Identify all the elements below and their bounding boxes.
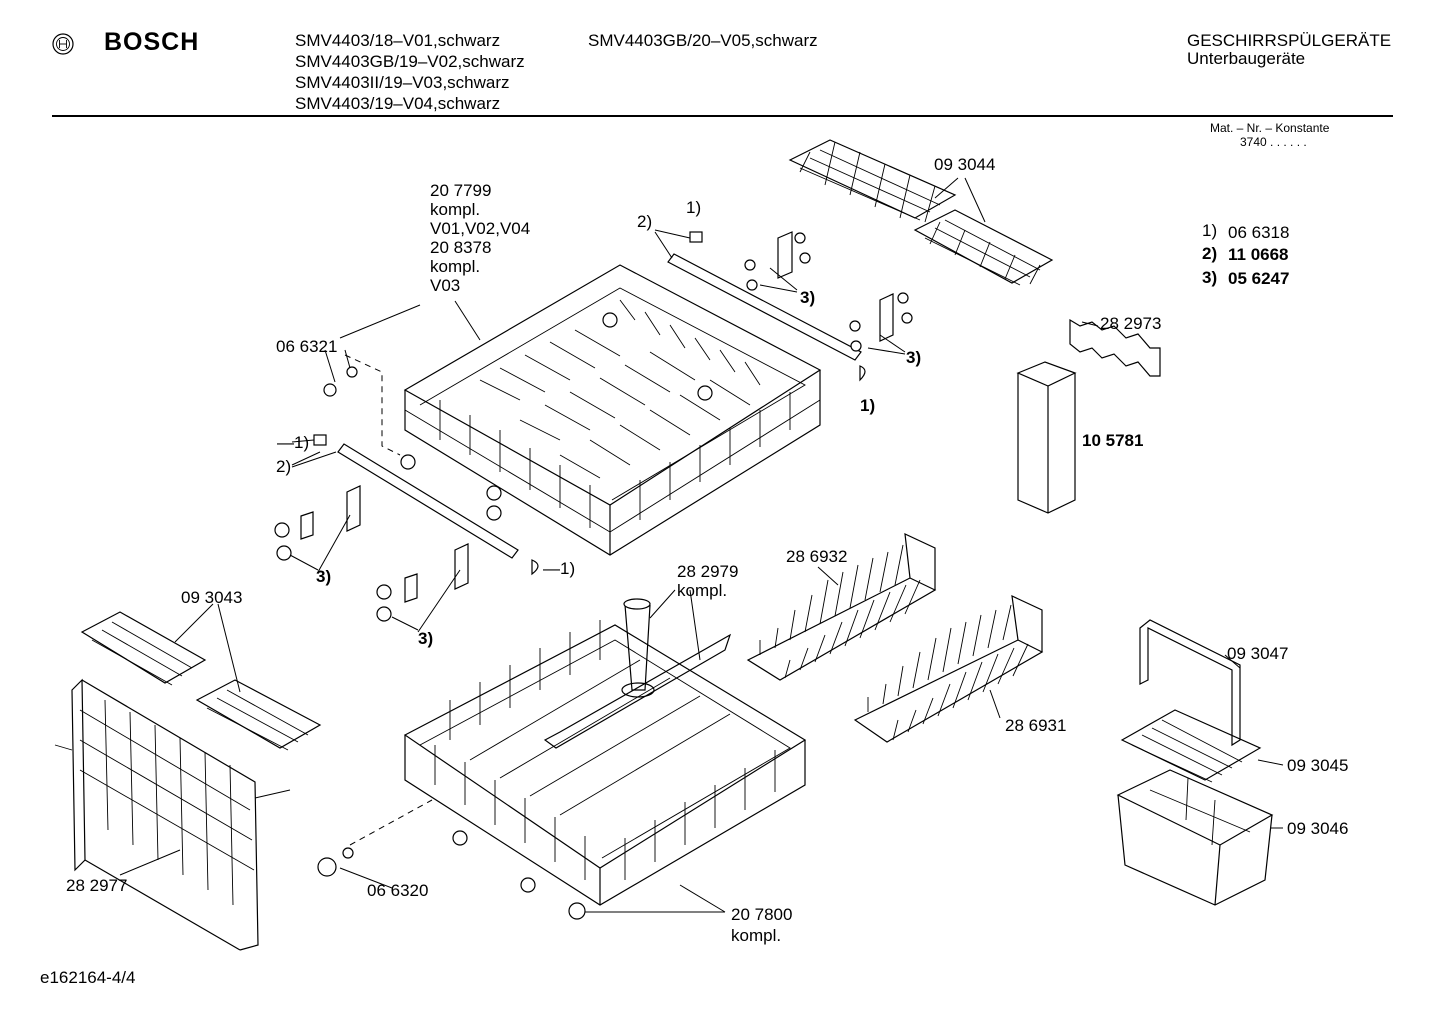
label-upper-basket-6: V03 bbox=[430, 276, 461, 295]
callout-2-top: 2) bbox=[637, 212, 653, 231]
label-093043: 09 3043 bbox=[181, 588, 243, 607]
legend-key-1: 1) bbox=[1202, 221, 1218, 240]
lower-basket-drawing bbox=[317, 620, 807, 920]
upper-basket-drawing bbox=[400, 264, 822, 556]
label-093045: 09 3045 bbox=[1287, 756, 1349, 775]
label-lower-basket-1: 20 7800 bbox=[731, 905, 793, 924]
legend-key-2: 2) bbox=[1202, 244, 1218, 263]
label-066321: 06 6321 bbox=[276, 337, 338, 356]
rails-drawing bbox=[337, 253, 862, 559]
bosch-logo-icon bbox=[52, 33, 74, 55]
model-line-5: SMV4403GB/20–V05,schwarz bbox=[588, 31, 818, 50]
label-lower-basket-2: kompl. bbox=[731, 926, 782, 945]
label-282977: 28 2977 bbox=[66, 876, 128, 895]
label-105781: 10 5781 bbox=[1082, 431, 1144, 450]
legend-value-1: 06 6318 bbox=[1228, 223, 1290, 242]
label-upper-basket-2: kompl. bbox=[430, 200, 481, 219]
label-093047: 09 3047 bbox=[1227, 644, 1289, 663]
model-line-2: SMV4403GB/19–V02,schwarz bbox=[295, 52, 525, 71]
cutlery-grid-093044-drawing bbox=[788, 139, 1054, 286]
part-105781-drawing bbox=[1016, 361, 1077, 514]
callout-2-left: 2) bbox=[276, 457, 292, 476]
model-line-1: SMV4403/18–V01,schwarz bbox=[295, 31, 501, 50]
callout-3-bottom: 3) bbox=[418, 629, 434, 648]
callout-1-left: —1) bbox=[277, 433, 310, 452]
cutlery-grid-093043-drawing bbox=[80, 611, 322, 751]
label-upper-basket-1: 20 7799 bbox=[430, 181, 492, 200]
callout-1-top: 1) bbox=[686, 198, 702, 217]
label-093044: 09 3044 bbox=[934, 155, 996, 174]
cutlery-basket-drawing bbox=[1116, 619, 1274, 906]
brand-name: BOSCH bbox=[104, 28, 200, 56]
model-line-3: SMV4403II/19–V03,schwarz bbox=[295, 73, 510, 92]
label-upper-basket-4: 20 8378 bbox=[430, 238, 492, 257]
label-066320: 06 6320 bbox=[367, 881, 429, 900]
spray-arm-282979-drawing bbox=[543, 598, 732, 749]
label-286931: 28 6931 bbox=[1005, 716, 1067, 735]
plate-rack-286931-drawing bbox=[853, 594, 1044, 743]
callout-3-right: 3) bbox=[906, 348, 922, 367]
legend-key-3: 3) bbox=[1202, 268, 1218, 287]
category-title: GESCHIRRSPÜLGERÄTE bbox=[1187, 31, 1392, 50]
label-282979-1: 28 2979 bbox=[677, 562, 739, 581]
mat-label: Mat. – Nr. – Konstante bbox=[1210, 121, 1330, 135]
callout-3-top: 3) bbox=[800, 288, 816, 307]
callout-1-right: 1) bbox=[860, 396, 876, 415]
legend-value-3: 05 6247 bbox=[1228, 269, 1290, 288]
model-line-4: SMV4403/19–V04,schwarz bbox=[295, 94, 501, 113]
legend-value-2: 11 0668 bbox=[1228, 245, 1289, 264]
label-093046: 09 3046 bbox=[1287, 819, 1349, 838]
label-upper-basket-5: kompl. bbox=[430, 257, 481, 276]
part-282973-drawing bbox=[1069, 318, 1161, 377]
subcategory-title: Unterbaugeräte bbox=[1187, 49, 1306, 68]
clips-and-rollers-drawing bbox=[274, 231, 913, 846]
plate-rack-286932-drawing bbox=[746, 533, 937, 681]
leader-lines bbox=[119, 177, 1284, 913]
mat-value: 3740 . . . . . . bbox=[1240, 135, 1307, 149]
label-286932: 28 6932 bbox=[786, 547, 848, 566]
callout-3-left: 3) bbox=[316, 567, 332, 586]
document-id: e162164-4/4 bbox=[40, 968, 136, 987]
label-282979-2: kompl. bbox=[677, 581, 728, 600]
frame-282977-drawing bbox=[54, 678, 291, 951]
label-upper-basket-3: V01,V02,V04 bbox=[430, 219, 531, 238]
callout-1-bottom: —1) bbox=[543, 559, 576, 578]
label-282973: 28 2973 bbox=[1100, 314, 1162, 333]
